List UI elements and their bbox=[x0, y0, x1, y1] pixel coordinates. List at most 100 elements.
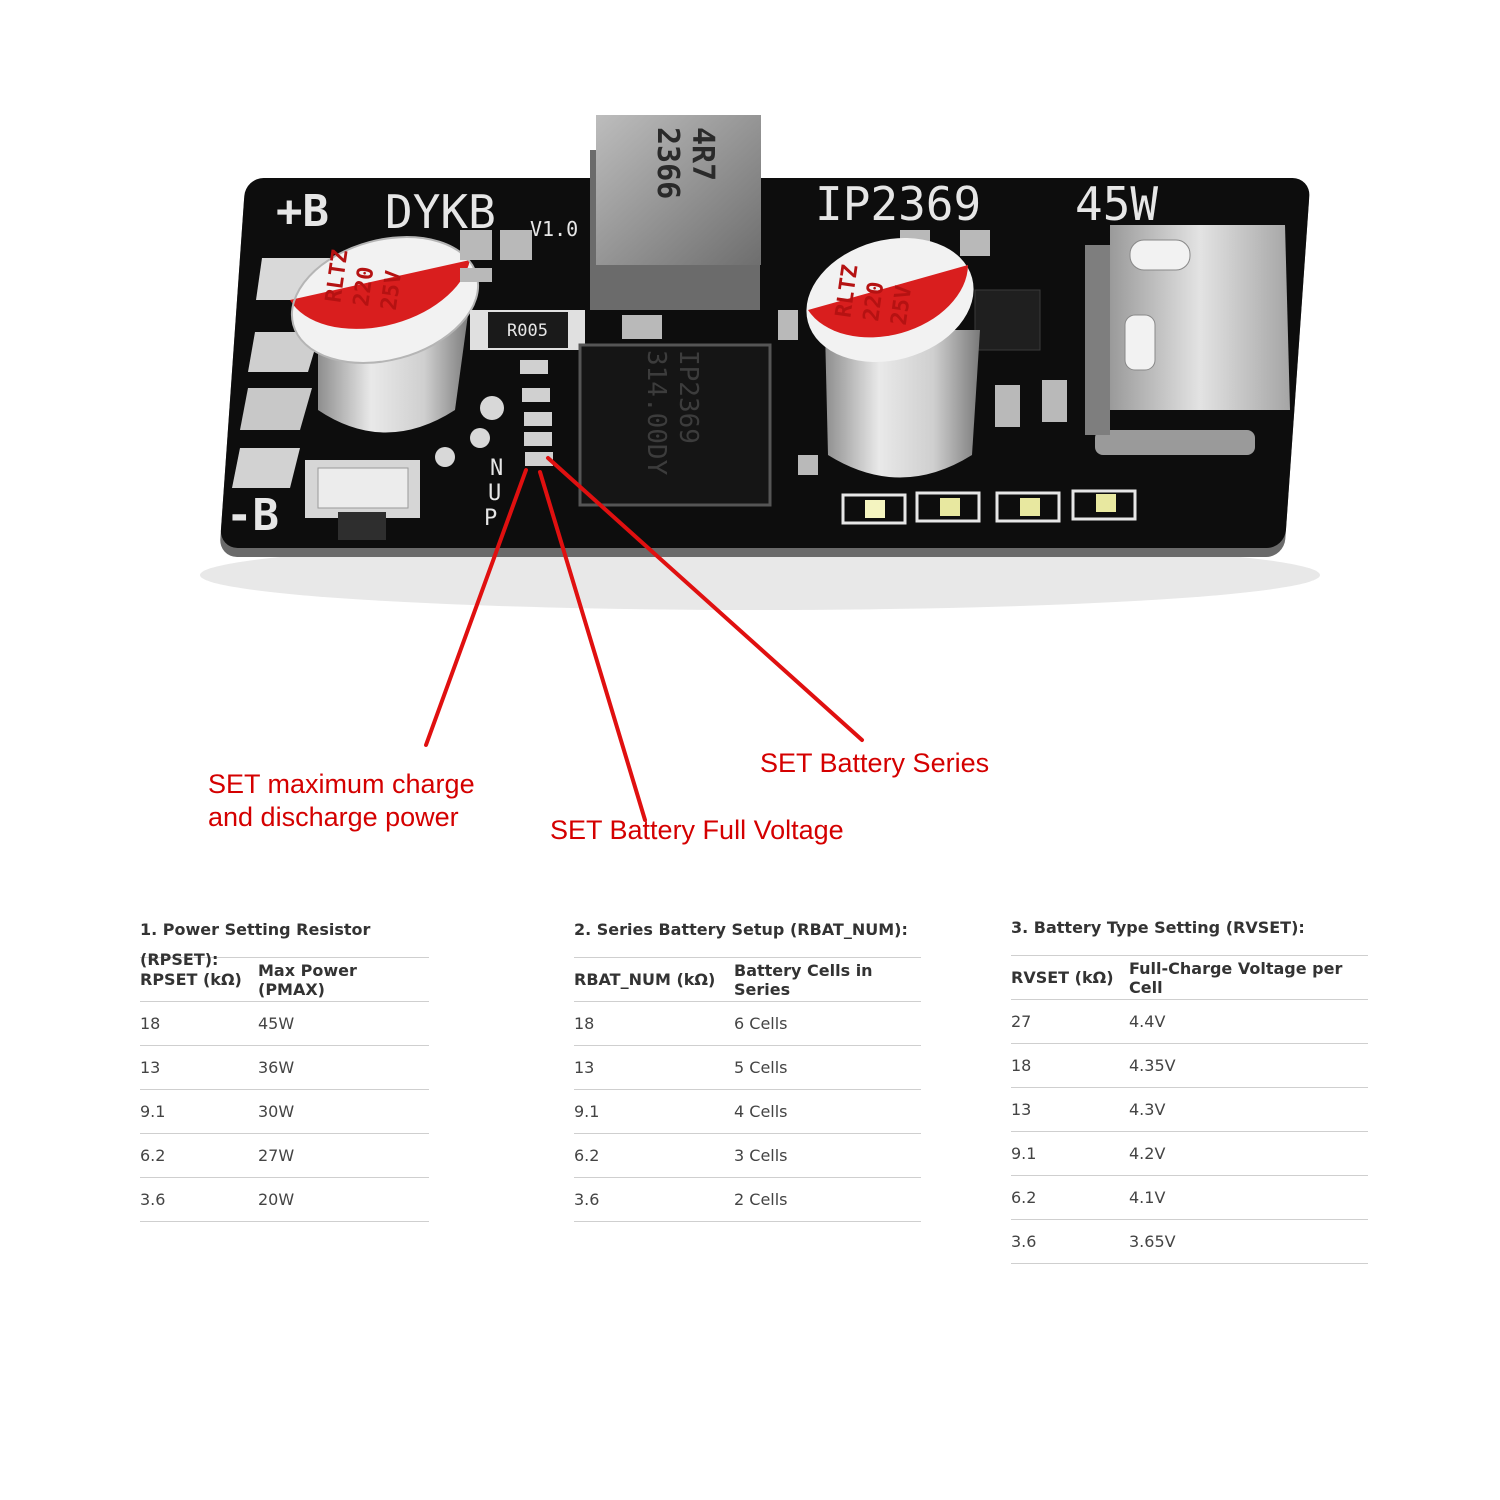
table-cell: 3.6 bbox=[1011, 1219, 1129, 1264]
sense-resistor: R005 bbox=[470, 310, 585, 350]
table-cell: 3.65V bbox=[1129, 1219, 1368, 1264]
cap-right-marking-3: 25V bbox=[887, 284, 917, 327]
smd-components bbox=[435, 230, 1067, 475]
column-header: RBAT_NUM (kΩ) bbox=[574, 958, 734, 1002]
table-cell: 9.1 bbox=[574, 1089, 734, 1134]
right-capacitor: RLTZ 220 25V bbox=[806, 238, 980, 478]
silk-model: IP2369 bbox=[815, 177, 981, 231]
rbat-num-table: 2. Series Battery Setup (RBAT_NUM): RBAT… bbox=[574, 915, 921, 1222]
rbat-num-table-title: 2. Series Battery Setup (RBAT_NUM): bbox=[574, 915, 921, 958]
table-cell: 45W bbox=[258, 1001, 429, 1046]
cap-left-marking-2: 220 bbox=[349, 265, 379, 308]
pcb-photo: +B DYKB V1.0 IP2369 45W -B N U P RLTZ 22… bbox=[200, 115, 1320, 822]
ip2369-chip: IP2369 314.00DY bbox=[578, 343, 772, 507]
table-cell: 18 bbox=[574, 1001, 734, 1046]
table-cell: 3.6 bbox=[140, 1177, 258, 1222]
chip-marking-1: IP2369 bbox=[673, 350, 703, 444]
table-cell: 6.2 bbox=[140, 1133, 258, 1178]
table-cell: 6 Cells bbox=[734, 1001, 921, 1046]
rpset-table-title: 1. Power Setting Resistor (RPSET): bbox=[140, 915, 429, 969]
table-cell: 4.4V bbox=[1129, 999, 1368, 1044]
column-header: RVSET (kΩ) bbox=[1011, 956, 1129, 1000]
table-cell: 18 bbox=[140, 1001, 258, 1046]
cap-left-marking-3: 25V bbox=[377, 269, 407, 312]
silk-minus-b: -B bbox=[226, 490, 279, 541]
usb-c-connector bbox=[1085, 225, 1290, 455]
pointer-series bbox=[546, 456, 864, 742]
table-cell: 36W bbox=[258, 1045, 429, 1090]
cap-right-marking-2: 220 bbox=[859, 280, 889, 323]
table-cell: 9.1 bbox=[140, 1089, 258, 1134]
table-cell: 9.1 bbox=[1011, 1131, 1129, 1176]
rpset-table: 1. Power Setting Resistor (RPSET): RPSET… bbox=[140, 915, 429, 1222]
silk-plus-b: +B bbox=[276, 186, 329, 237]
table-cell: 13 bbox=[574, 1045, 734, 1090]
silk-power: 45W bbox=[1075, 177, 1158, 231]
table-header-row: RBAT_NUM (kΩ) Battery Cells in Series bbox=[574, 958, 921, 1002]
callout-power-setting: SET maximum charge and discharge power bbox=[208, 768, 475, 834]
callout-full-voltage: SET Battery Full Voltage bbox=[550, 815, 844, 845]
callout-battery-series: SET Battery Series bbox=[760, 748, 990, 778]
rvset-table-title: 3. Battery Type Setting (RVSET): bbox=[1011, 913, 1368, 956]
table-cell: 30W bbox=[258, 1089, 429, 1134]
setting-resistors bbox=[520, 360, 553, 466]
silk-pin-u: U bbox=[488, 481, 501, 506]
table-cell: 4.2V bbox=[1129, 1131, 1368, 1176]
table-header-row: RVSET (kΩ) Full-Charge Voltage per Cell bbox=[1011, 956, 1368, 1000]
silk-version: V1.0 bbox=[530, 217, 578, 241]
table-cell: 4.1V bbox=[1129, 1175, 1368, 1220]
table-cell: 4 Cells bbox=[734, 1089, 921, 1134]
rvset-table-grid: RVSET (kΩ) Full-Charge Voltage per Cell … bbox=[1011, 956, 1368, 1264]
table-cell: 4.35V bbox=[1129, 1043, 1368, 1088]
inductor-marking-2: 2366 bbox=[650, 127, 685, 199]
table-cell: 6.2 bbox=[1011, 1175, 1129, 1220]
pointer-power bbox=[424, 468, 528, 747]
column-header: Battery Cells in Series bbox=[734, 958, 921, 1002]
column-header: RPSET (kΩ) bbox=[140, 958, 258, 1002]
column-header: Max Power (PMAX) bbox=[258, 958, 429, 1002]
table-cell: 2 Cells bbox=[734, 1177, 921, 1222]
rvset-table: 3. Battery Type Setting (RVSET): RVSET (… bbox=[1011, 913, 1368, 1264]
chip-marking-2: 314.00DY bbox=[641, 350, 671, 476]
table-cell: 3.6 bbox=[574, 1177, 734, 1222]
table-cell: 4.3V bbox=[1129, 1087, 1368, 1132]
table-cell: 18 bbox=[1011, 1043, 1129, 1088]
inductor-marking-1: 4R7 bbox=[685, 127, 720, 181]
table-cell: 13 bbox=[1011, 1087, 1129, 1132]
table-cell: 3 Cells bbox=[734, 1133, 921, 1178]
table-cell: 6.2 bbox=[574, 1133, 734, 1178]
silk-pin-p: P bbox=[484, 506, 497, 531]
table-cell: 13 bbox=[140, 1045, 258, 1090]
pointer-lines bbox=[424, 456, 864, 822]
resistor-marking: R005 bbox=[507, 321, 548, 341]
column-header: Full-Charge Voltage per Cell bbox=[1129, 956, 1368, 1000]
table-header-row: RPSET (kΩ) Max Power (PMAX) bbox=[140, 958, 429, 1002]
table-cell: 27W bbox=[258, 1133, 429, 1178]
pointer-full-voltage bbox=[538, 470, 647, 822]
mosfet bbox=[974, 289, 1041, 351]
silk-pin-n: N bbox=[490, 456, 503, 481]
inductor: 4R7 2366 bbox=[590, 115, 761, 310]
table-cell: 5 Cells bbox=[734, 1045, 921, 1090]
callout-power-line-2: and discharge power bbox=[208, 802, 459, 832]
table-cell: 27 bbox=[1011, 999, 1129, 1044]
tactile-switch bbox=[305, 460, 420, 540]
callout-power-line-1: SET maximum charge bbox=[208, 769, 475, 799]
